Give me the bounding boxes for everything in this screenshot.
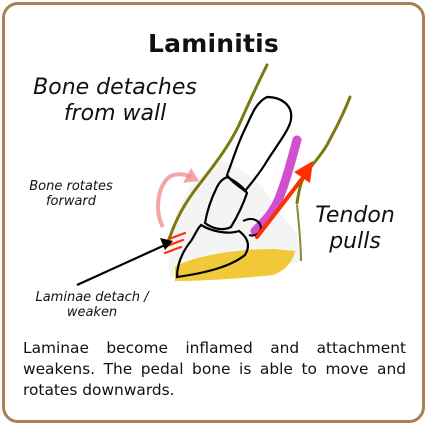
label-laminae-detach: Laminae detach / weaken	[27, 290, 157, 321]
description-text: Laminae become inflamed and attachment w…	[23, 338, 406, 401]
diagram-title: Laminitis	[5, 29, 422, 58]
label-tendon-pulls: Tendon pulls	[305, 203, 405, 255]
hoof-wall-back	[297, 97, 350, 203]
laminae-pointer-arrow	[77, 245, 165, 285]
label-bone-rotates: Bone rotates forward	[25, 179, 117, 210]
label-bone-detaches: Bone detaches from wall	[27, 75, 203, 127]
